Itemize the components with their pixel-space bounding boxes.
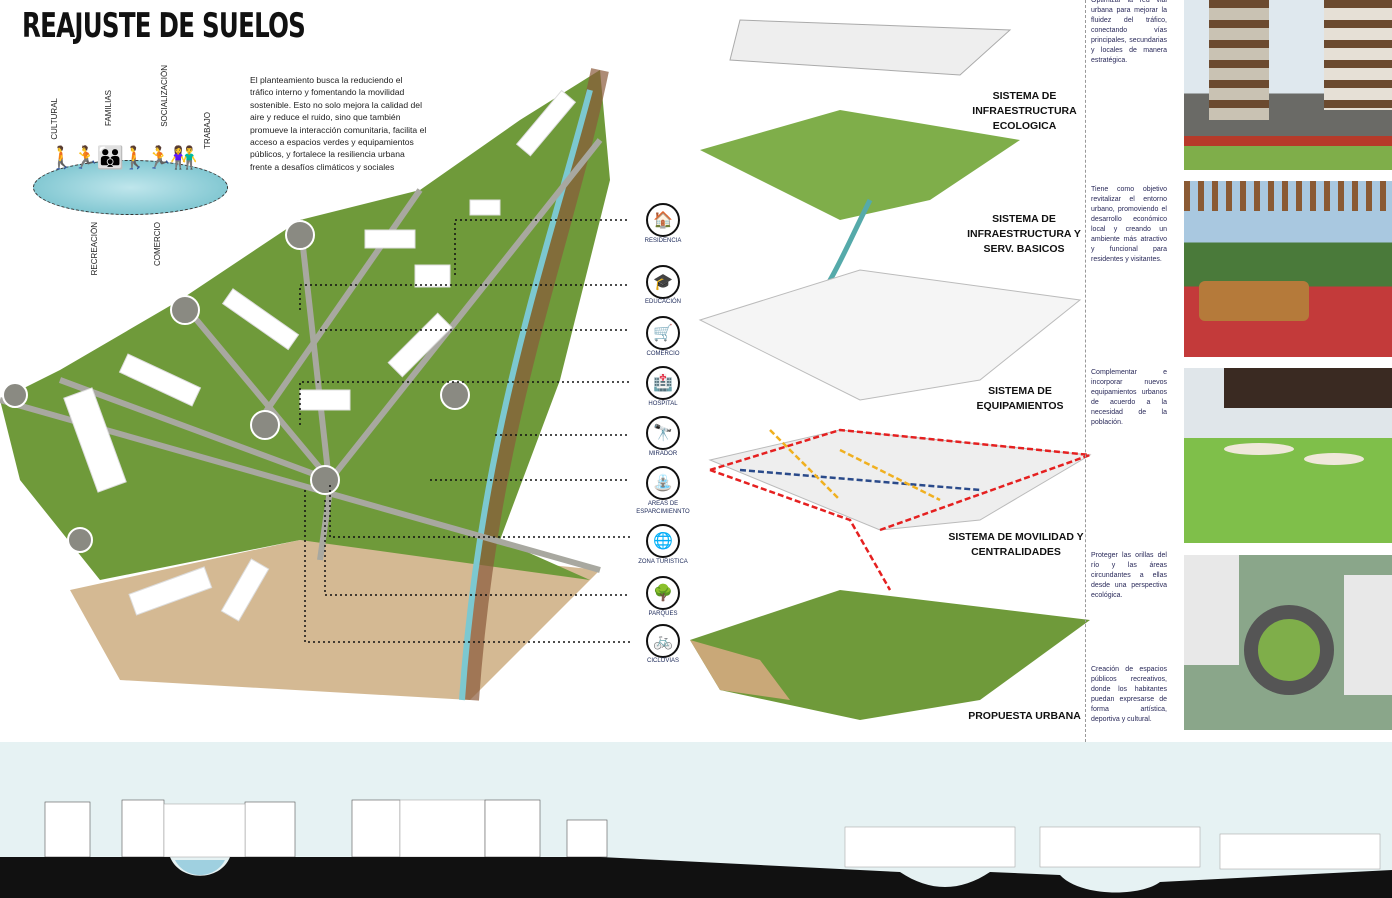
render-roundabout: [1184, 555, 1392, 730]
render-plaza: [1184, 368, 1392, 543]
layer-label: SISTEMA DE EQUIPAMIENTOS: [976, 385, 1064, 412]
layer-description: Creación de espacios públicos recreativo…: [1091, 666, 1167, 723]
river: [459, 89, 593, 701]
layer-services: [698, 269, 1082, 401]
layer-buildings: [729, 19, 1012, 76]
layer-description: Complementar e incorporar nuevos equipam…: [1091, 369, 1167, 426]
legend-label: HOSPITAL: [648, 401, 678, 407]
layer-proposal: [690, 590, 1090, 720]
legend-leaders: [299, 219, 630, 643]
roundabouts: [2, 220, 470, 553]
leisure-icon: ⛲: [646, 466, 680, 500]
layer-label: SISTEMA DE INFRAESTRUCTURA ECOLOGICA: [972, 90, 1077, 132]
legend-label: COMERCIO: [646, 351, 680, 357]
green-area: [0, 70, 610, 580]
exploded-layers: [690, 19, 1092, 720]
river-section: [175, 860, 225, 875]
render-street: [1184, 0, 1392, 170]
divider: [1085, 0, 1086, 742]
master-plan: [0, 68, 630, 701]
section-buildings: [44, 799, 1381, 870]
legend-label: EDUCACIÓN: [644, 299, 681, 305]
terrain-profile: [0, 857, 1392, 898]
page-title: REAJUSTE DE SUELOS: [22, 6, 306, 46]
urban-section: [0, 742, 1392, 898]
layer-description: Tiene como objetivo revitalizar el entor…: [1091, 186, 1167, 263]
layer-label: SISTEMA DE INFRAESTRUCTURA Y SERV. BASIC…: [967, 213, 1081, 255]
legend-label: RESIDENCIA: [644, 238, 682, 244]
graduation-cap-icon: 🎓: [646, 265, 680, 299]
legend-label: ZONA TURISTICA: [638, 559, 688, 565]
hospital-icon: 🏥: [646, 366, 680, 400]
legend-label: PARQUES: [648, 611, 678, 617]
river-bank: [461, 68, 609, 701]
layer-label: SISTEMA DE MOVILIDAD Y CENTRALIDADES: [948, 531, 1084, 558]
buildings: [63, 89, 577, 622]
cart-icon: 🛒: [646, 316, 680, 350]
binoculars-icon: 🔭: [646, 416, 680, 450]
mobility-arrows: [709, 428, 1091, 591]
layer-description: Optimizar la red vial urbana para mejora…: [1091, 0, 1167, 64]
layer-ecological: [700, 110, 1020, 220]
bicycle-icon: 🚲: [646, 624, 680, 658]
render-pergola: [1184, 181, 1392, 357]
social-diagram: 🚶🏃👪🚶🏃👫 CULTURAL FAMILIAS SOCIALIZACIÓN T…: [28, 60, 238, 280]
people-silhouettes-icon: 🚶🏃👪🚶🏃👫: [48, 145, 197, 170]
legend-label: CICLOVIAS: [646, 658, 679, 664]
legend-label: AREAS DE ESPARCIMIENNTO: [636, 501, 690, 515]
park-icon: 🌳: [646, 576, 680, 610]
globe-icon: 🌐: [646, 524, 680, 558]
intro-paragraph: El planteamiento busca la reduciendo el …: [250, 75, 427, 172]
legend-label: MIRADOR: [648, 451, 678, 457]
layer-description: Proteger las orillas del río y las áreas…: [1091, 552, 1167, 599]
house-icon: 🏠: [646, 203, 680, 237]
layer-label: PROPUESTA URBANA: [968, 710, 1081, 722]
